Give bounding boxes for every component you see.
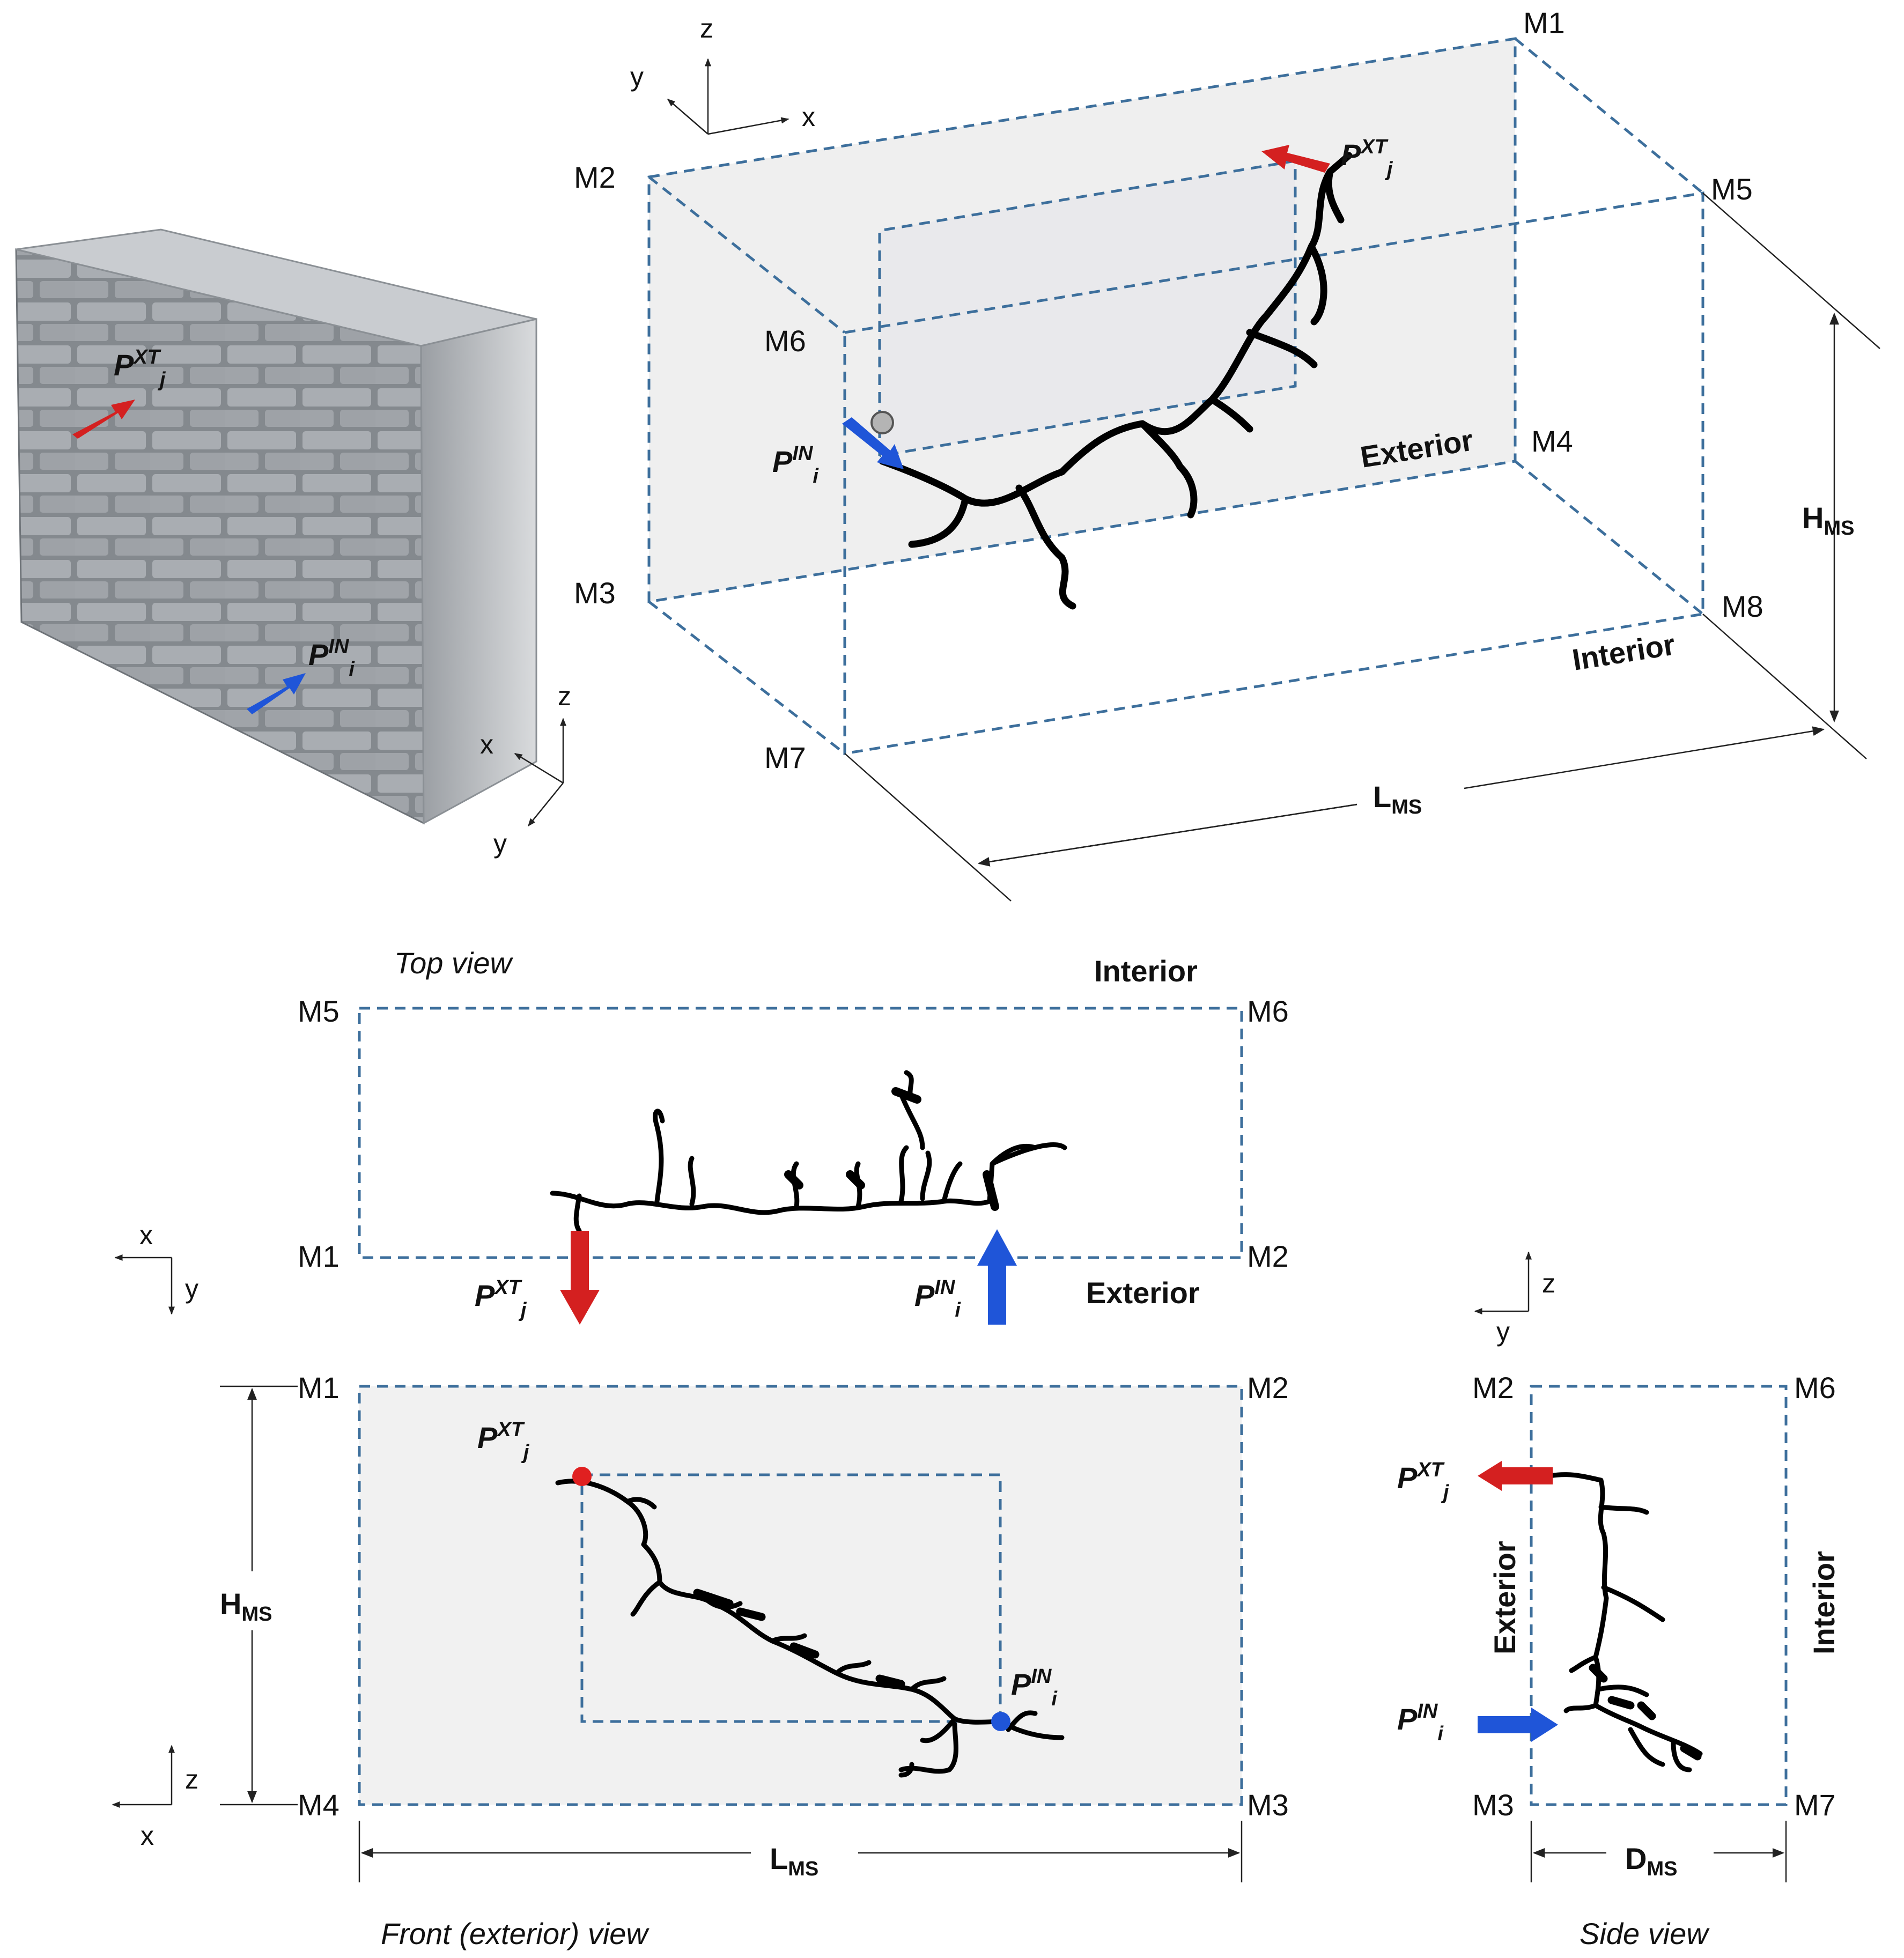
front-view-height-dimension: HMS bbox=[220, 1385, 298, 1806]
side-view-crack-knots bbox=[1589, 1664, 1702, 1761]
front-view-axis-z: z bbox=[185, 1764, 198, 1794]
side-view-crack bbox=[1547, 1472, 1703, 1772]
top-view-exterior-arrow bbox=[560, 1231, 600, 1325]
front-view-height-label: HMS bbox=[220, 1587, 272, 1625]
iso-p-ext-label: PXTj bbox=[1341, 136, 1393, 181]
side-view-p-ext-label: PXTj bbox=[1397, 1459, 1450, 1504]
iso-length-label: LMS bbox=[1373, 780, 1422, 818]
side-view-axis-triad: z y bbox=[1474, 1251, 1555, 1347]
iso-corner-m4: M4 bbox=[1531, 424, 1573, 458]
top-view-p-ext-label: PXTj bbox=[475, 1276, 527, 1321]
side-view-axis-y: y bbox=[1496, 1317, 1510, 1347]
wall-axis-x: x bbox=[480, 729, 493, 759]
iso-axis-z: z bbox=[700, 13, 713, 43]
side-view: M2 M6 M3 M7 Exterior Interior PXTj PINi … bbox=[1397, 1251, 1841, 1950]
front-view-exterior-point bbox=[572, 1467, 592, 1486]
side-corner-m6: M6 bbox=[1794, 1371, 1836, 1405]
iso-view: M1 M2 M3 M4 M5 M6 M7 M8 Exterior Interio… bbox=[574, 6, 1880, 902]
front-corner-m3: M3 bbox=[1247, 1788, 1289, 1822]
side-view-interior-arrow bbox=[1478, 1708, 1558, 1742]
front-view-axis-triad: z x bbox=[112, 1745, 198, 1851]
iso-interior-label: Interior bbox=[1570, 627, 1677, 676]
front-view-outline bbox=[358, 1385, 1243, 1806]
side-corner-m3: M3 bbox=[1472, 1788, 1514, 1822]
front-view-crack-knots bbox=[693, 1588, 905, 1688]
side-view-axis-z: z bbox=[1542, 1268, 1555, 1298]
front-corner-m4: M4 bbox=[298, 1788, 340, 1822]
wall-front-face bbox=[15, 248, 425, 825]
side-view-p-in-label: PINi bbox=[1397, 1700, 1444, 1745]
iso-entry-point bbox=[870, 411, 894, 434]
side-view-outline bbox=[1530, 1385, 1788, 1806]
wall-3d: PXTj PINi z x y bbox=[15, 228, 571, 859]
side-view-interior-label: Interior bbox=[1807, 1551, 1841, 1654]
top-view-interior-arrow bbox=[977, 1229, 1017, 1325]
wall-interior-arrow bbox=[247, 673, 306, 714]
wall-axis-z: z bbox=[558, 681, 571, 711]
iso-axis-y: y bbox=[630, 62, 644, 92]
iso-height-dimension: HMS bbox=[1702, 193, 1880, 759]
top-view-interior-label: Interior bbox=[1094, 954, 1198, 988]
front-view-inner-box bbox=[580, 1473, 1002, 1723]
wall-axis-y: y bbox=[493, 829, 507, 859]
top-view-crack-knots bbox=[784, 1087, 999, 1211]
front-view-crack bbox=[555, 1479, 1065, 1778]
top-view-axis-triad: x y bbox=[114, 1220, 198, 1315]
iso-p-in-label: PINi bbox=[772, 442, 819, 487]
iso-exterior-arrow bbox=[1261, 145, 1330, 173]
iso-height-label: HMS bbox=[1802, 501, 1854, 540]
iso-crack bbox=[879, 152, 1353, 610]
top-view-crack bbox=[550, 1070, 1067, 1233]
front-view-p-in-label: PINi bbox=[1011, 1665, 1058, 1710]
iso-corner-m7: M7 bbox=[764, 741, 806, 774]
top-view-p-in-label: PINi bbox=[914, 1276, 961, 1321]
top-corner-m1: M1 bbox=[298, 1239, 340, 1273]
iso-corner-m8: M8 bbox=[1722, 589, 1763, 623]
front-view-axis-x: x bbox=[141, 1821, 154, 1851]
top-corner-m5: M5 bbox=[298, 994, 340, 1028]
side-corner-m7: M7 bbox=[1794, 1788, 1836, 1822]
wall-side-face bbox=[420, 318, 537, 825]
iso-inner-panel bbox=[880, 161, 1295, 456]
top-view: Top view Interior Exterior M5 M6 M1 M2 P… bbox=[114, 946, 1289, 1325]
front-view-p-ext-label: PXTj bbox=[477, 1418, 530, 1464]
top-view-axis-y: y bbox=[185, 1274, 198, 1304]
front-view-interior-point bbox=[991, 1712, 1010, 1731]
wall-axis-triad: z x y bbox=[480, 681, 571, 859]
front-view-face bbox=[359, 1386, 1242, 1805]
iso-length-dimension: LMS bbox=[844, 726, 1825, 902]
front-corner-m2: M2 bbox=[1247, 1371, 1289, 1405]
wall-p-in-label: PINi bbox=[308, 636, 355, 681]
side-view-title: Side view bbox=[1580, 1917, 1710, 1950]
iso-corner-m3: M3 bbox=[574, 576, 616, 610]
iso-interior-arrow bbox=[842, 417, 904, 469]
iso-corner-m1: M1 bbox=[1523, 6, 1565, 40]
side-view-depth-label: DMS bbox=[1625, 1842, 1677, 1880]
iso-corner-m2: M2 bbox=[574, 160, 616, 194]
side-corner-m2: M2 bbox=[1472, 1371, 1514, 1405]
top-view-exterior-label: Exterior bbox=[1086, 1276, 1200, 1310]
iso-box-outline bbox=[647, 37, 1704, 755]
side-view-exterior-label: Exterior bbox=[1488, 1541, 1522, 1654]
front-view: M1 M2 M4 M3 PXTj PINi HMS LMS Front (ext… bbox=[112, 1371, 1289, 1950]
front-view-length-label: LMS bbox=[770, 1842, 818, 1880]
side-view-depth-dimension: DMS bbox=[1530, 1821, 1787, 1882]
top-view-outline bbox=[358, 1007, 1243, 1259]
front-view-title: Front (exterior) view bbox=[381, 1917, 650, 1950]
front-corner-m1: M1 bbox=[298, 1371, 340, 1405]
iso-axis-triad: z y x bbox=[630, 13, 815, 135]
iso-axis-x: x bbox=[802, 102, 815, 132]
wall-p-ext-label: PXTj bbox=[114, 346, 166, 391]
iso-corner-m6: M6 bbox=[764, 324, 806, 358]
side-view-exterior-arrow bbox=[1478, 1461, 1553, 1491]
top-corner-m2: M2 bbox=[1247, 1239, 1289, 1273]
iso-corner-m5: M5 bbox=[1711, 172, 1753, 206]
wall-exterior-arrow bbox=[72, 400, 135, 439]
top-view-axis-x: x bbox=[139, 1220, 153, 1250]
top-view-title: Top view bbox=[394, 946, 514, 980]
front-view-length-dimension: LMS bbox=[358, 1821, 1243, 1882]
top-corner-m6: M6 bbox=[1247, 994, 1289, 1028]
